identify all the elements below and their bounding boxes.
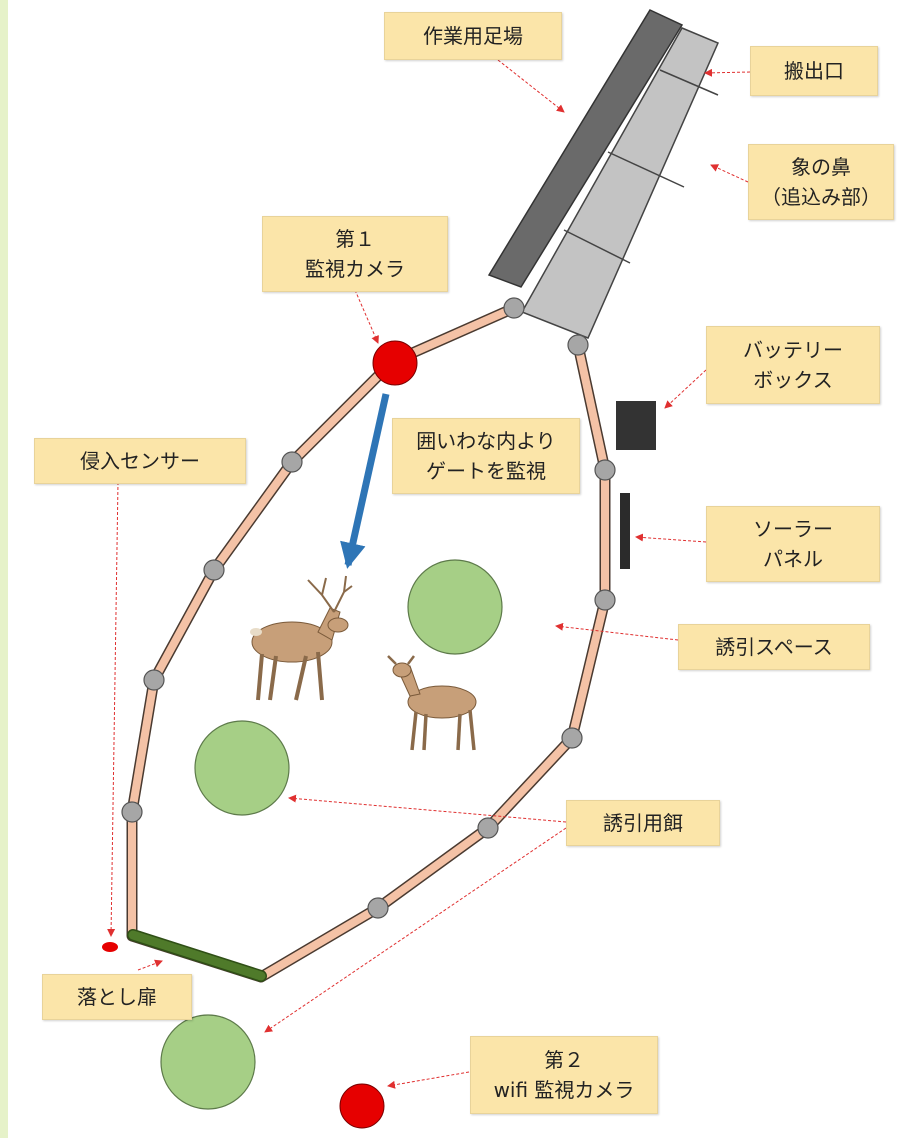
label-text: ボックス: [753, 368, 833, 392]
battery-box: [616, 401, 656, 450]
label-text: 囲いわな内より: [416, 429, 556, 453]
trunk-divider: [607, 151, 685, 188]
label-monitor: 囲いわな内より ゲートを監視: [392, 418, 580, 494]
label-trunk: 象の鼻 （追込み部）: [748, 144, 894, 220]
fence-post: [594, 459, 616, 481]
label-text: 落とし扉: [77, 985, 157, 1009]
fence-post: [121, 801, 143, 823]
fence-post: [143, 669, 165, 691]
pointer-lines: [107, 59, 751, 1089]
trunk-divider: [563, 229, 631, 264]
label-battery-box: バッテリー ボックス: [706, 326, 880, 404]
fence-post: [477, 817, 499, 839]
pointer-line: [664, 369, 707, 409]
label-drop-gate: 落とし扉: [42, 974, 192, 1020]
pointer-line: [288, 794, 567, 823]
fence-post: [567, 334, 589, 356]
intrusion-sensor-icon: [102, 942, 118, 952]
pointer-line: [635, 533, 707, 543]
trunk-section: [520, 27, 719, 339]
label-text: パネル: [763, 547, 823, 571]
label-scaffold: 作業用足場: [384, 12, 562, 60]
label-text: 搬出口: [784, 59, 844, 83]
label-text: 誘引用餌: [603, 811, 683, 835]
label-bait: 誘引用餌: [566, 800, 720, 846]
label-text: 第１: [335, 227, 375, 251]
frame-strip: [0, 0, 8, 1138]
pointer-line: [137, 959, 163, 971]
pointer-line: [264, 827, 567, 1033]
label-text: ゲートを監視: [426, 459, 546, 483]
pointer-line: [387, 1071, 470, 1089]
label-text: wifi 監視カメラ: [493, 1078, 635, 1102]
fence-post: [203, 559, 225, 581]
label-text: 作業用足場: [423, 24, 523, 48]
label-exit: 搬出口: [750, 46, 878, 96]
label-lure-space: 誘引スペース: [678, 624, 870, 670]
fence-posts: [121, 297, 616, 919]
monitor-direction-arrow: [340, 393, 390, 569]
fence-post: [594, 589, 616, 611]
pointer-line: [497, 59, 565, 113]
label-text: （追込み部）: [761, 185, 881, 209]
camera-1-icon: [372, 340, 418, 386]
scaffold: [487, 9, 684, 288]
pointer-line: [107, 481, 119, 937]
label-text: 象の鼻: [791, 155, 851, 179]
label-solar-panel: ソーラー パネル: [706, 506, 880, 582]
trunk-divider: [659, 69, 719, 96]
fence-post: [281, 451, 303, 473]
deer-stag-icon: [250, 575, 353, 701]
label-text: 第２: [544, 1048, 584, 1072]
solar-panel: [620, 493, 630, 569]
bait-circle: [194, 720, 290, 816]
deer-doe-icon: [387, 655, 477, 751]
label-text: 監視カメラ: [305, 257, 405, 281]
pointer-line: [704, 68, 751, 77]
pointer-line: [555, 622, 679, 641]
camera-2-icon: [339, 1083, 385, 1129]
label-camera-2: 第２ wifi 監視カメラ: [470, 1036, 658, 1114]
bait-circle: [160, 1014, 256, 1110]
label-text: ソーラー: [753, 517, 833, 541]
label-text: バッテリー: [743, 338, 843, 362]
fence-post: [561, 727, 583, 749]
drop-gate: [128, 930, 266, 981]
label-camera-1: 第１ 監視カメラ: [262, 216, 448, 292]
label-intrusion-sensor: 侵入センサー: [34, 438, 246, 484]
fence-post: [503, 297, 525, 319]
pointer-line: [710, 164, 749, 183]
label-text: 侵入センサー: [80, 449, 200, 473]
label-text: 誘引スペース: [715, 635, 833, 659]
bait-circle: [407, 559, 503, 655]
fence-post: [367, 897, 389, 919]
